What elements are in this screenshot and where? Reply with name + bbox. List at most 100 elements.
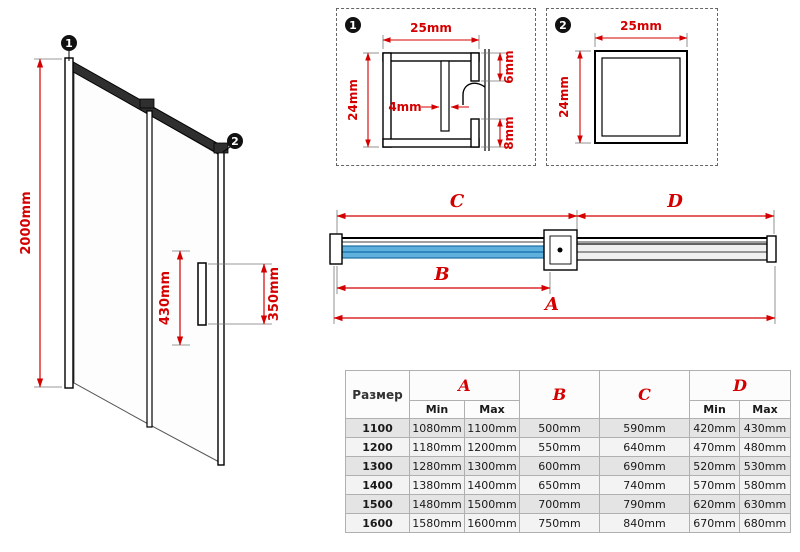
b-cell: 700mm: [519, 494, 601, 514]
square-profile-outer: [594, 50, 688, 144]
rail-end-bracket: [213, 142, 229, 154]
c-cell: 740mm: [599, 475, 691, 495]
a-max-cell: 1100mm: [463, 418, 521, 438]
table-minmax-row: Min Max Min Max: [346, 400, 792, 419]
table-header-b: B: [519, 370, 601, 419]
table-row: 1100 1080mm 1100mm 500mm 590mm 420mm 430…: [345, 418, 792, 438]
callout-marker-1: 1: [61, 35, 77, 61]
detail1-height-label: 24mm: [346, 79, 360, 121]
a-min-cell: 1380mm: [409, 475, 465, 495]
detail2-height-label: 24mm: [557, 76, 571, 118]
c-cell: 590mm: [599, 418, 691, 438]
a-min-cell: 1480mm: [409, 494, 465, 514]
b-cell: 750mm: [519, 513, 601, 533]
a-max-header: Max: [463, 400, 521, 419]
a-max-cell: 1400mm: [463, 475, 521, 495]
a-min-cell: 1580mm: [409, 513, 465, 533]
roller-block: [139, 98, 155, 109]
detail2-width-dimension: 25mm: [594, 19, 688, 47]
detail-view-1: 1 25mm: [336, 8, 536, 166]
detail1-drawing: 1 25mm: [345, 17, 516, 151]
door-frame: [64, 57, 229, 466]
callout-marker-2: 2: [222, 133, 243, 153]
dimension-c-label: C: [450, 191, 465, 212]
d-max-cell: 530mm: [739, 456, 792, 476]
detail2-width-label: 25mm: [620, 19, 662, 33]
handle-inner-dimension-label: 350mm: [267, 267, 282, 321]
d-min-cell: 420mm: [689, 418, 741, 438]
size-cell: 1500: [345, 494, 410, 514]
c-cell: 790mm: [599, 494, 691, 514]
dimension-b: B: [336, 264, 551, 292]
d-max-cell: 430mm: [739, 418, 792, 438]
height-dimension-label: 2000mm: [19, 191, 34, 254]
d-min-cell: 520mm: [689, 456, 741, 476]
a-max-cell: 1500mm: [463, 494, 521, 514]
handle-dimension-350: 350mm: [208, 263, 282, 325]
callout-2-icon: [227, 133, 243, 149]
detail1-slot-dimension: 4mm: [388, 100, 469, 114]
d-min-cell: 570mm: [689, 475, 741, 495]
a-min-cell: 1280mm: [409, 456, 465, 476]
size-cell: 1200: [345, 437, 410, 457]
b-cell: 650mm: [519, 475, 601, 495]
detail-view-2: 2 25mm 24mm: [546, 8, 718, 166]
dimension-b-label: B: [433, 264, 449, 285]
d-max-cell: 580mm: [739, 475, 792, 495]
handle-outer-dimension-label: 430mm: [158, 271, 173, 325]
callout-marker-2-detail: 2: [555, 17, 571, 33]
b-cell: 550mm: [519, 437, 601, 457]
size-cell: 1600: [345, 513, 410, 533]
door-handle: [197, 262, 207, 326]
right-stile: [217, 148, 225, 466]
d-min-header: Min: [689, 400, 741, 419]
c-cell: 640mm: [599, 437, 691, 457]
fixed-glass-panel: [73, 70, 151, 426]
callout-2-number: 2: [231, 135, 239, 148]
table-row: 1600 1580mm 1600mm 750mm 840mm 670mm 680…: [345, 513, 792, 533]
dimension-a-label: A: [543, 294, 559, 315]
dimension-d-label: D: [666, 191, 683, 212]
d-min-cell: 670mm: [689, 513, 741, 533]
a-max-cell: 1600mm: [463, 513, 521, 533]
detail1-height-dimension: 24mm: [346, 52, 379, 148]
size-spec-table: Размер A B C D Min Max Min Max 1100 1080…: [345, 370, 792, 533]
detail2-drawing: 2 25mm 24mm: [555, 17, 688, 144]
table-row: 1300 1280mm 1300mm 600mm 690mm 520mm 530…: [345, 456, 792, 476]
wall-profile-shape: [382, 52, 480, 148]
b-cell: 500mm: [519, 418, 601, 438]
table-row: 1200 1180mm 1200mm 550mm 640mm 470mm 480…: [345, 437, 792, 457]
door-elevation-drawing: 1 2 2000mm 430mm 350mm: [19, 35, 282, 466]
table-header-size: Размер: [345, 370, 410, 419]
a-max-cell: 1200mm: [463, 437, 521, 457]
callout-1-icon: [345, 17, 361, 33]
detail1-slot-label: 4mm: [388, 100, 421, 114]
callout-1-number: 1: [349, 19, 357, 32]
d-max-header: Max: [739, 400, 792, 419]
table-header-a: A: [408, 370, 521, 401]
mid-stile: [146, 110, 153, 428]
table-header-row: Размер A B C D: [345, 370, 792, 419]
b-cell: 600mm: [519, 456, 601, 476]
detail1-width-dimension: 25mm: [382, 21, 480, 49]
track-profile: [329, 229, 777, 271]
detail1-gap-bottom-label: 8mm: [502, 116, 516, 149]
a-min-cell: 1080mm: [409, 418, 465, 438]
hook-profile-shape: [462, 49, 490, 151]
dimension-a: A: [333, 294, 776, 322]
d-max-cell: 680mm: [739, 513, 792, 533]
track-section-drawing: C D B A: [329, 191, 777, 324]
left-end-cap: [329, 233, 343, 265]
table-header-d: D: [689, 370, 792, 401]
d-min-cell: 470mm: [689, 437, 741, 457]
left-stile: [64, 57, 74, 389]
callout-1-icon: [61, 35, 77, 51]
a-min-cell: 1180mm: [409, 437, 465, 457]
d-max-cell: 480mm: [739, 437, 792, 457]
table-row: 1400 1380mm 1400mm 650mm 740mm 570mm 580…: [345, 475, 792, 495]
dimension-c: C: [336, 191, 578, 220]
callout-2-icon: [555, 17, 571, 33]
handle-dimension-430: 430mm: [158, 250, 190, 346]
table-header-c: C: [599, 370, 691, 419]
